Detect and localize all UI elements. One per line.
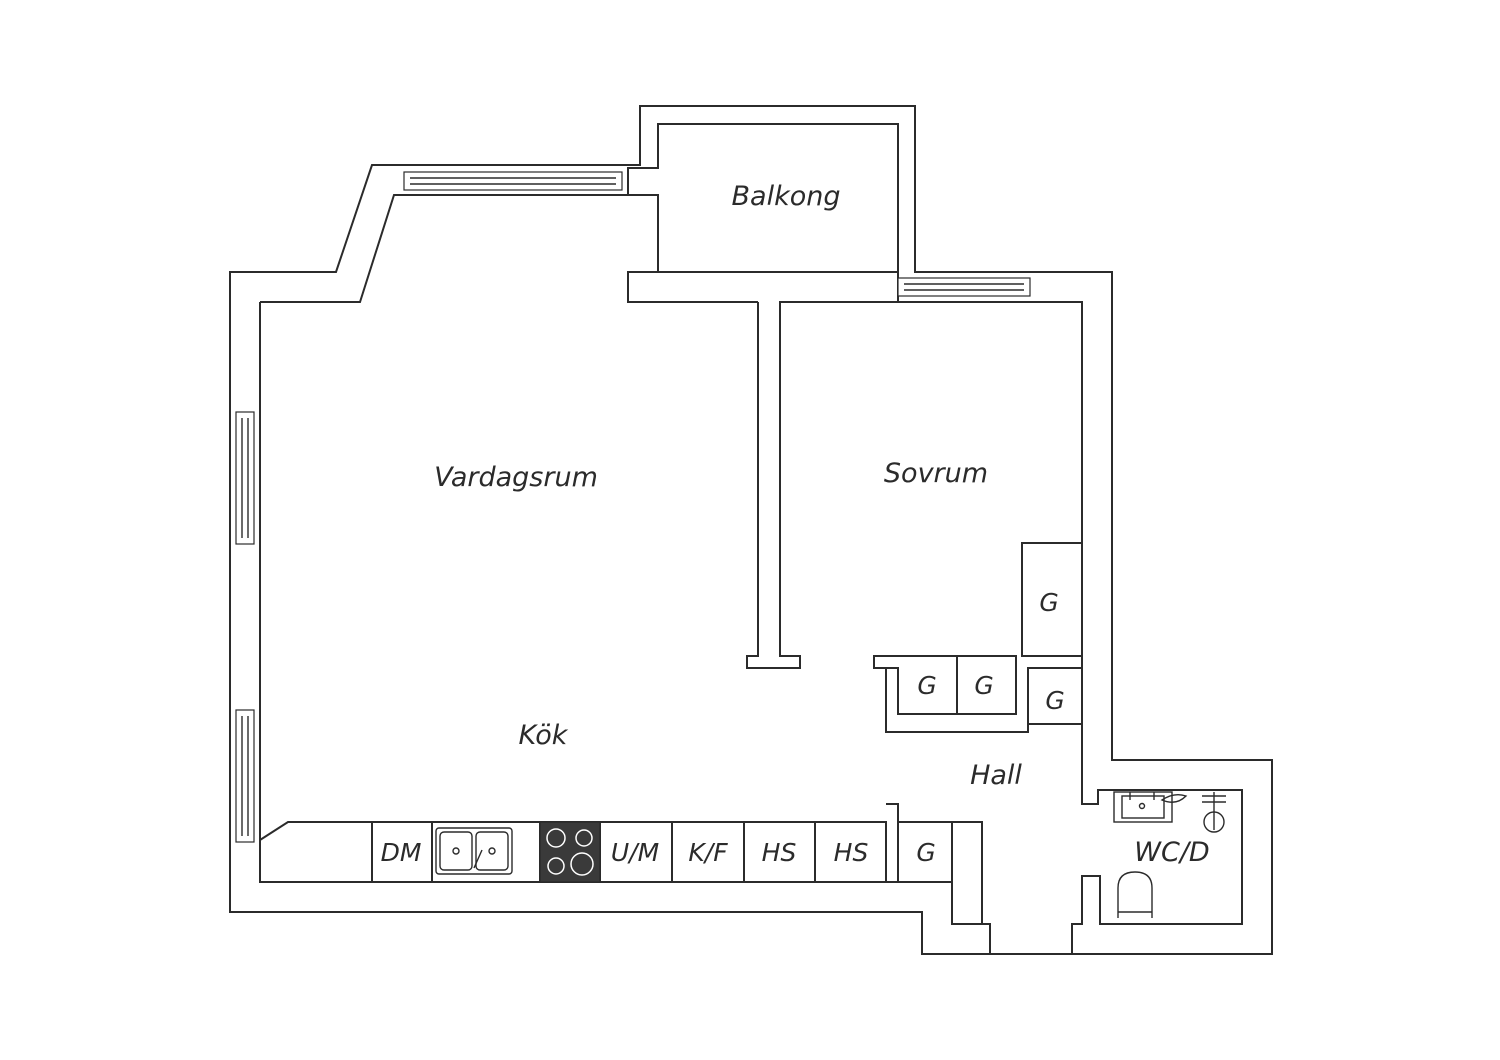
label-g-hall-left: G	[917, 671, 936, 700]
label-kok: Kök	[519, 720, 569, 751]
label-balkong: Balkong	[732, 181, 841, 212]
balcony-frame	[627, 194, 758, 303]
label-g-bedroom: G	[1039, 588, 1058, 617]
label-hs-2: HS	[834, 838, 869, 867]
window-top	[403, 171, 623, 191]
label-vardagsrum: Vardagsrum	[434, 462, 598, 493]
label-kf: K/F	[688, 838, 728, 867]
label-g-hall-right: G	[1045, 686, 1064, 715]
inner-wall-bottom	[259, 302, 991, 954]
hall-wall-segment	[873, 655, 1017, 715]
label-um: U/M	[611, 838, 659, 867]
window-left-lower	[235, 709, 255, 843]
wardrobe-bedroom	[1021, 542, 1083, 657]
label-g-hall-middle: G	[974, 671, 993, 700]
label-g-kitchen: G	[916, 838, 935, 867]
outer-wall	[229, 105, 1273, 955]
label-wcd: WC/D	[1134, 837, 1209, 868]
window-bedroom	[897, 277, 1031, 297]
partition-wall	[746, 301, 898, 669]
label-hs-1: HS	[762, 838, 797, 867]
label-sovrum: Sovrum	[884, 458, 988, 489]
inner-wall	[260, 123, 1243, 954]
label-dm: DM	[381, 838, 422, 867]
hall-stub-wall	[886, 803, 899, 882]
hall-wall-segment-2	[885, 667, 1082, 733]
wardrobe-hall-bottom	[898, 821, 983, 925]
shower	[1160, 792, 1226, 833]
label-hall: Hall	[970, 760, 1022, 791]
window-left-upper	[235, 411, 255, 545]
sink	[435, 827, 513, 875]
bathroom-sink	[1113, 791, 1173, 823]
toilet	[1117, 871, 1153, 918]
stove	[539, 821, 601, 883]
